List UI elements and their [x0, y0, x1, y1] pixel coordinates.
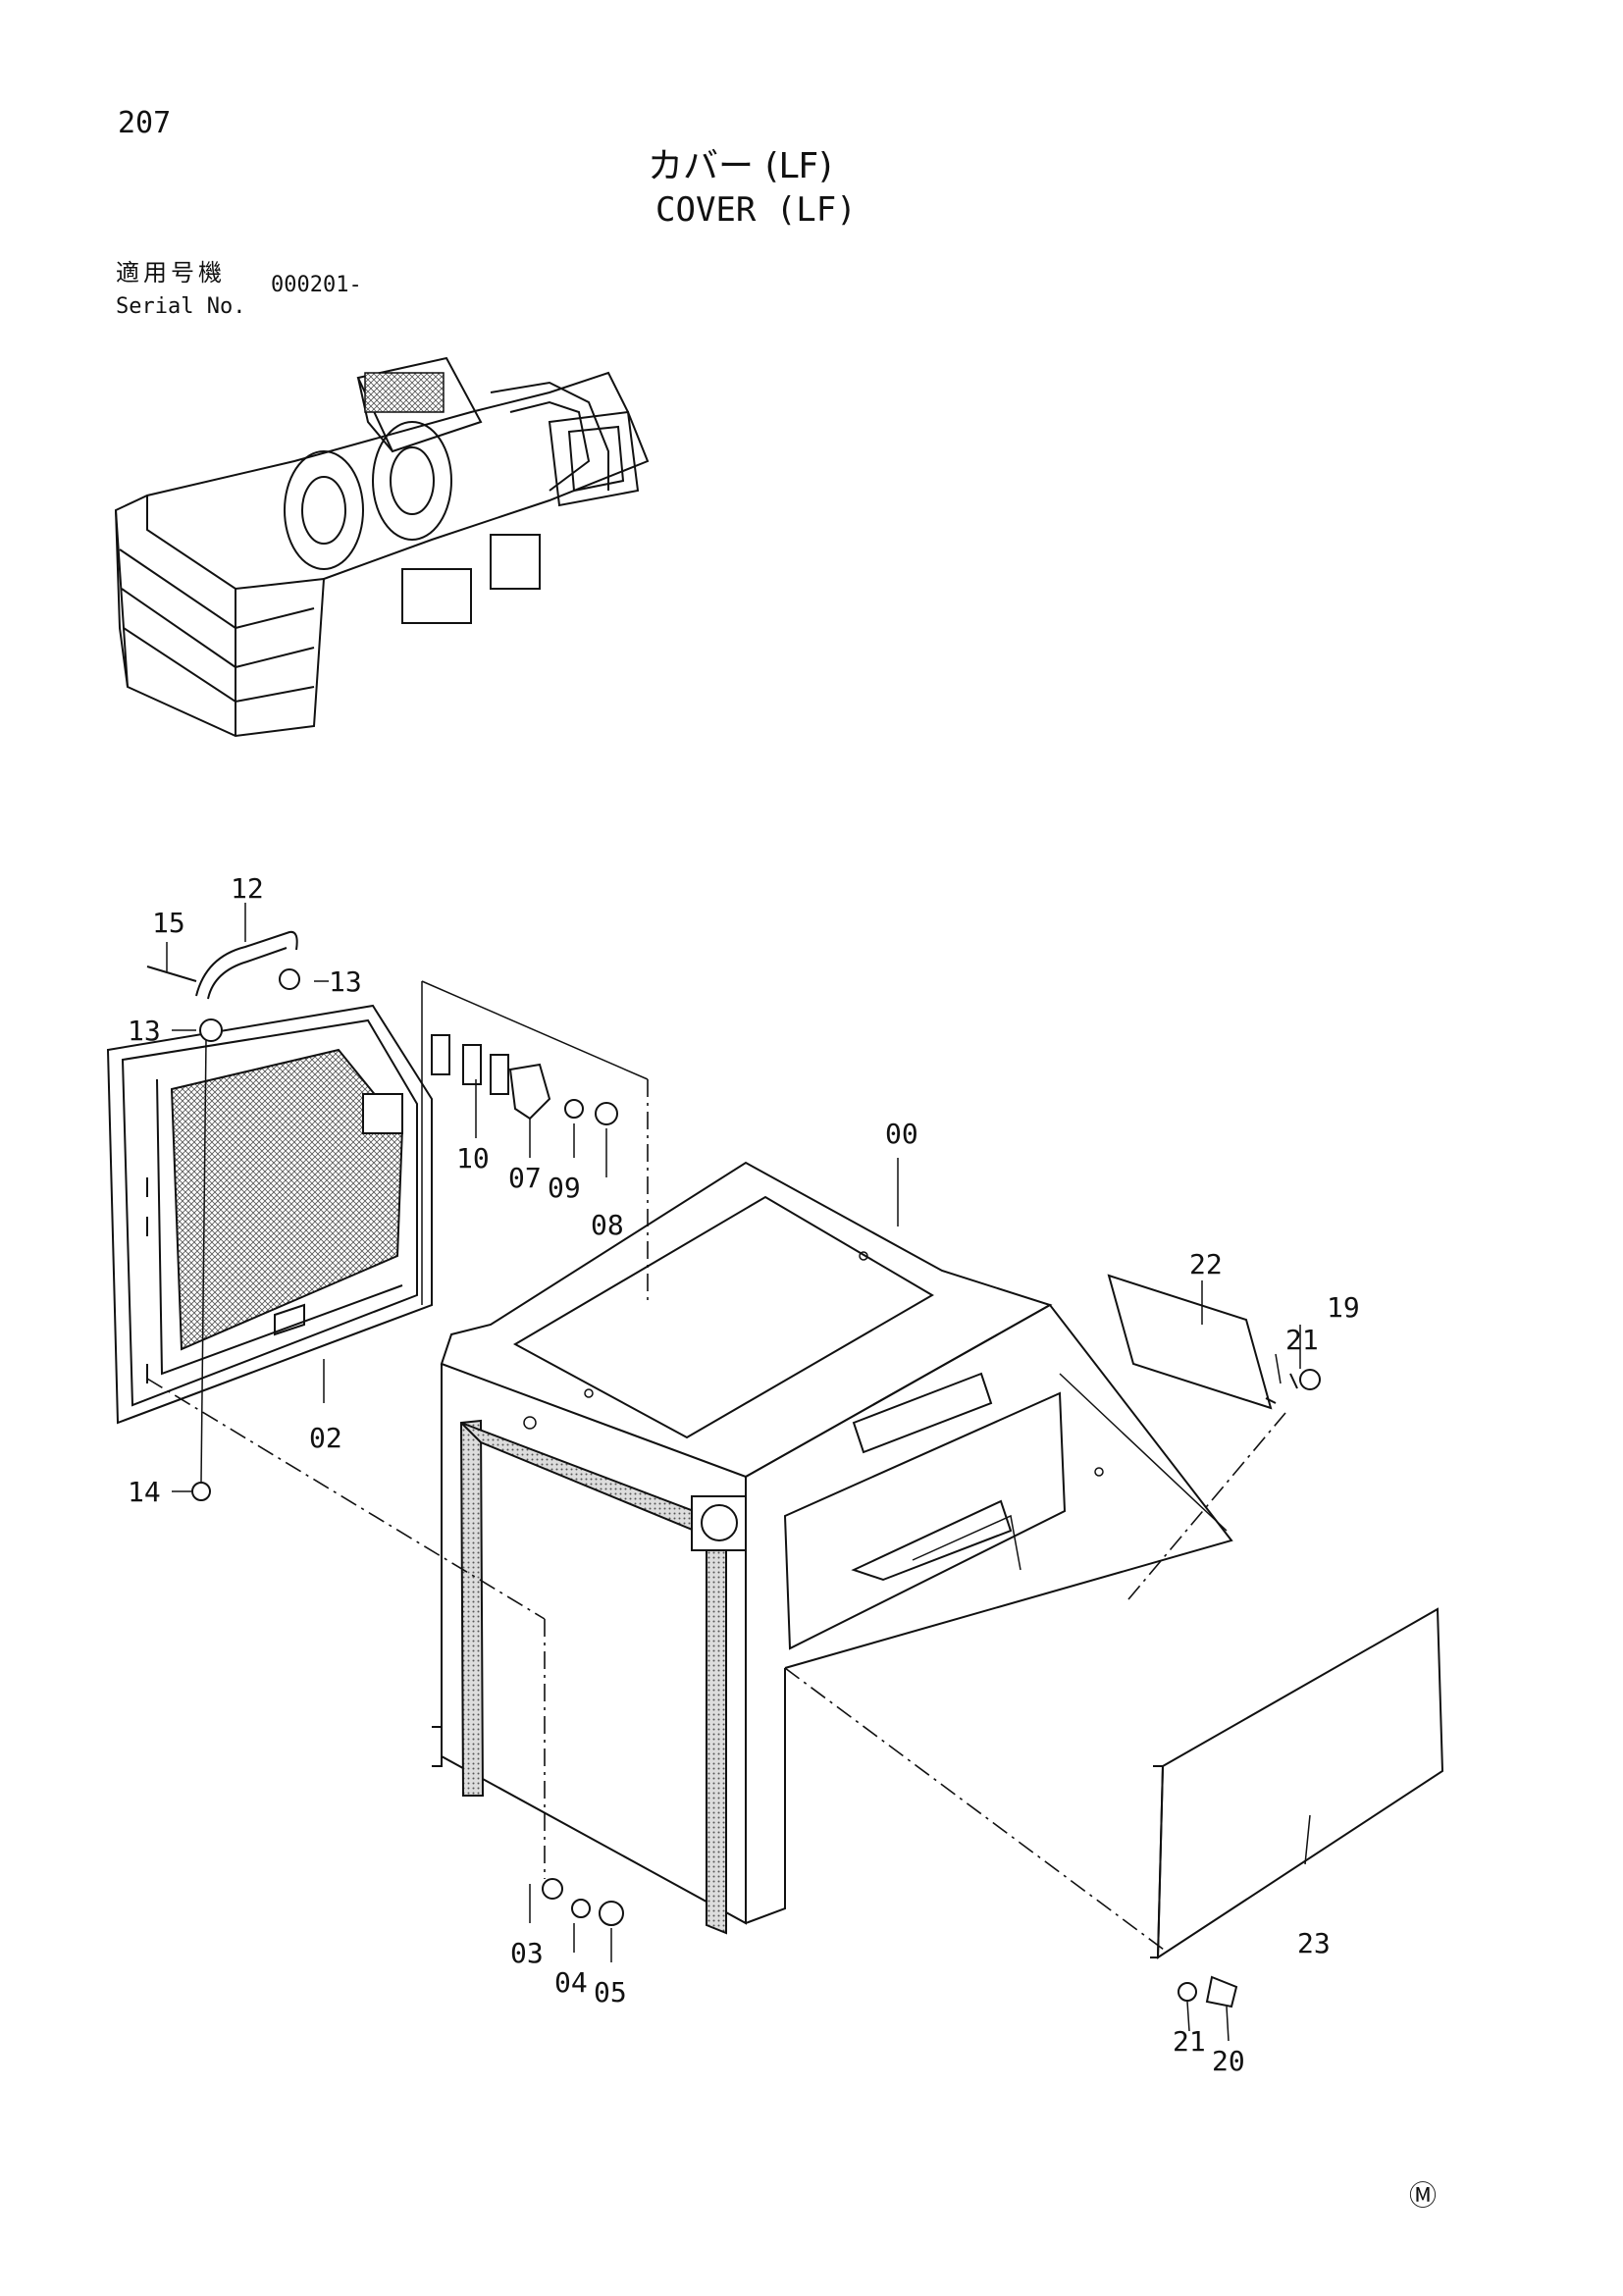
door-panel — [106, 1004, 433, 1425]
part-label-13-upper: 13 — [329, 965, 362, 998]
part-label-21-upper: 21 — [1285, 1324, 1319, 1356]
plates-and-bracket — [421, 980, 649, 1305]
part-label-05: 05 — [594, 1976, 627, 2009]
part-label-22: 22 — [1189, 1248, 1223, 1280]
part-label-02: 02 — [309, 1422, 342, 1454]
page-title-english: COVER (LF) — [655, 190, 857, 230]
part-label-14: 14 — [128, 1476, 161, 1508]
main-cover-body — [432, 1161, 1233, 1935]
part-label-10: 10 — [456, 1142, 490, 1174]
large-cover-plate — [1150, 1607, 1444, 2009]
part-label-04: 04 — [554, 1966, 588, 1999]
door-handle — [146, 930, 300, 1501]
serial-label-japanese: 適用号機 — [116, 259, 226, 287]
part-label-12: 12 — [231, 872, 264, 905]
leader-lines — [166, 903, 1311, 2042]
serial-label-english: Serial No. — [116, 294, 246, 319]
part-label-00: 00 — [885, 1118, 918, 1150]
part-label-20: 20 — [1212, 2045, 1245, 2077]
manufacturer-mark: Ⓜ — [1409, 2179, 1438, 2212]
page-title-japanese: カバー (LF) — [648, 146, 833, 186]
part-label-13-lower: 13 — [128, 1015, 161, 1047]
machine-overview-illustration — [114, 356, 650, 738]
part-label-23: 23 — [1297, 1927, 1331, 1959]
part-label-03: 03 — [510, 1937, 544, 1969]
part-labels: 00 02 03 04 05 07 08 09 10 12 13 13 14 1… — [128, 872, 1360, 2077]
reference-lines — [146, 1079, 1286, 1954]
part-label-21-lower: 21 — [1173, 2025, 1206, 2058]
page-number: 207 — [118, 106, 172, 140]
part-label-15: 15 — [152, 907, 185, 939]
part-label-09: 09 — [548, 1172, 581, 1204]
serial-value: 000201- — [271, 273, 362, 297]
part-label-08: 08 — [591, 1209, 624, 1241]
fastener-hardware — [542, 1878, 624, 1926]
part-label-07: 07 — [508, 1162, 542, 1194]
small-cover-plate — [1107, 1274, 1321, 1410]
part-label-19: 19 — [1327, 1291, 1360, 1324]
